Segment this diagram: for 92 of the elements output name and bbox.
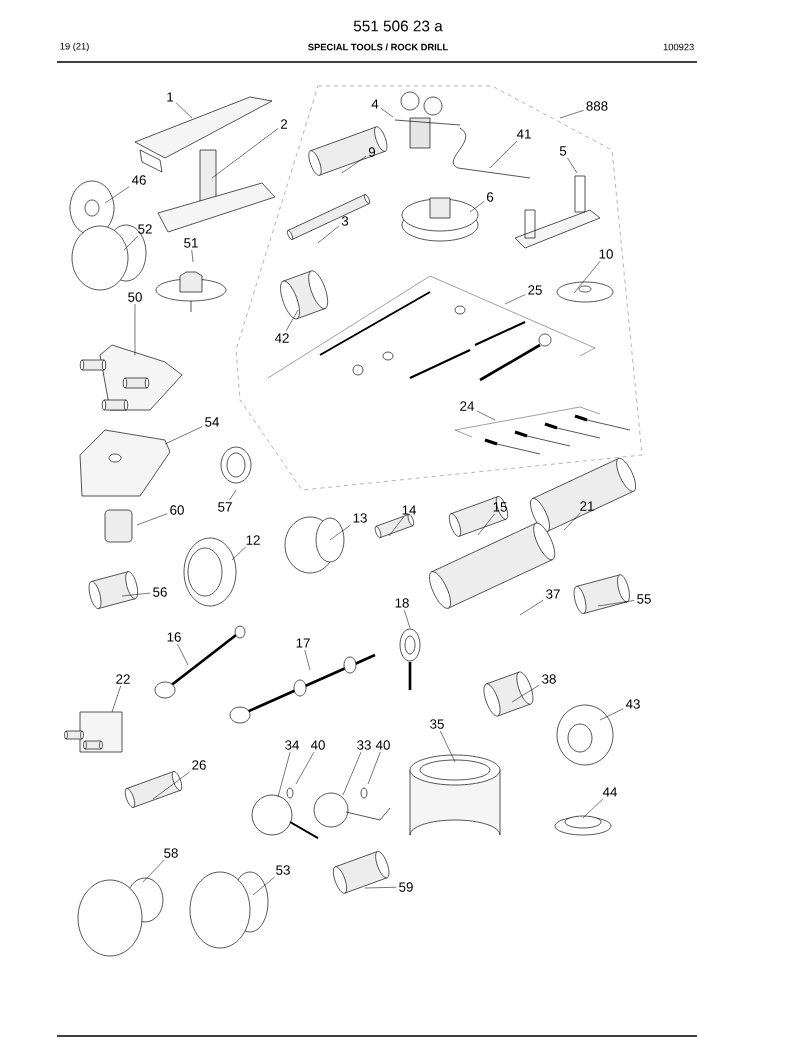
callout-number: 35 <box>430 719 444 729</box>
callout-number: 24 <box>460 401 475 411</box>
callout-number: 10 <box>599 249 613 259</box>
callout-number: 55 <box>637 594 651 604</box>
leader-line <box>295 751 315 785</box>
callout-number: 34 <box>285 740 300 750</box>
leader-line <box>511 684 540 703</box>
callout-number: 57 <box>218 502 232 512</box>
callout-number: 54 <box>205 417 219 427</box>
leader-line <box>388 516 404 537</box>
callout-number: 40 <box>375 740 390 750</box>
callout-number: 22 <box>116 674 130 684</box>
leader-line <box>440 730 456 763</box>
callout-number: 43 <box>625 699 640 709</box>
leader-line <box>285 309 299 332</box>
leader-line <box>469 201 485 213</box>
callout-number: 59 <box>399 882 413 892</box>
callout-number: 52 <box>138 224 152 234</box>
callout-number: 42 <box>274 333 289 343</box>
callout-number: 18 <box>395 598 409 608</box>
callout-number: 58 <box>164 848 178 858</box>
callout-number: 12 <box>246 535 260 545</box>
leader-line <box>380 108 394 118</box>
leader-line <box>329 524 351 541</box>
callout-number: 1 <box>167 92 174 102</box>
callout-number: 60 <box>170 505 184 515</box>
callout-number: 46 <box>131 175 146 185</box>
callout-number: 15 <box>493 502 507 512</box>
leader-line <box>599 708 624 721</box>
callout-number: 26 <box>192 760 206 770</box>
leader-line <box>177 643 189 666</box>
callout-number: 38 <box>542 674 556 684</box>
leader-line <box>277 751 291 798</box>
leader-line <box>211 128 279 179</box>
callout-number: 6 <box>486 192 494 202</box>
leader-line <box>123 235 139 251</box>
callout-number: 56 <box>153 587 167 597</box>
leader-line <box>231 546 246 561</box>
leader-line <box>142 859 165 883</box>
callout-number: 41 <box>516 129 531 139</box>
callout-number: 3 <box>341 216 349 226</box>
leader-line <box>563 512 581 531</box>
callout-number: 13 <box>353 513 367 523</box>
callout-number: 40 <box>310 740 325 750</box>
leader-line <box>111 685 121 713</box>
callout-number: 888 <box>586 101 608 111</box>
leader-line <box>559 110 584 119</box>
leader-line <box>136 513 168 526</box>
leader-line <box>597 600 635 607</box>
document-code: 100923 <box>663 43 694 51</box>
callout-number: 14 <box>402 505 417 515</box>
callout-number: 5 <box>559 146 567 156</box>
callout-number: 33 <box>357 740 371 750</box>
leader-line <box>304 649 311 671</box>
leader-line <box>477 513 495 536</box>
callout-number: 51 <box>184 238 198 248</box>
callout-number: 37 <box>546 589 560 599</box>
callout-number: 53 <box>276 865 290 875</box>
leader-line <box>342 751 362 796</box>
page-number: 19 (21) <box>60 42 89 52</box>
leader-line <box>582 798 604 819</box>
leader-line <box>489 140 518 169</box>
leader-line <box>504 294 526 305</box>
leader-line <box>121 592 151 597</box>
leader-line <box>476 410 496 421</box>
leader-line <box>104 186 130 204</box>
callout-number: 4 <box>371 99 379 109</box>
callout-number: 25 <box>528 285 542 295</box>
callout-number: 50 <box>128 292 142 302</box>
callout-number: 9 <box>368 147 376 157</box>
leader-line <box>317 225 340 244</box>
leader-line <box>191 249 194 263</box>
leader-line <box>404 609 411 629</box>
leader-line <box>252 876 275 896</box>
callout-number: 21 <box>580 501 594 511</box>
leader-line <box>519 599 544 616</box>
leader-line <box>364 886 397 889</box>
leader-line <box>567 157 578 174</box>
drawing-number: 551 506 23 a <box>353 20 443 32</box>
leader-line <box>573 260 601 294</box>
leader-line <box>164 426 203 445</box>
leader-line <box>367 751 381 785</box>
leader-line <box>175 102 193 119</box>
leader-line <box>229 489 237 501</box>
callout-number: 44 <box>602 787 618 797</box>
callout-number: 17 <box>296 638 310 648</box>
callout-number: 2 <box>280 119 288 129</box>
callout-number: 16 <box>167 632 181 642</box>
leader-line <box>152 771 190 800</box>
page-title: SPECIAL TOOLS / ROCK DRILL <box>308 43 448 51</box>
leader-line <box>341 155 367 174</box>
leader-line <box>134 303 136 356</box>
